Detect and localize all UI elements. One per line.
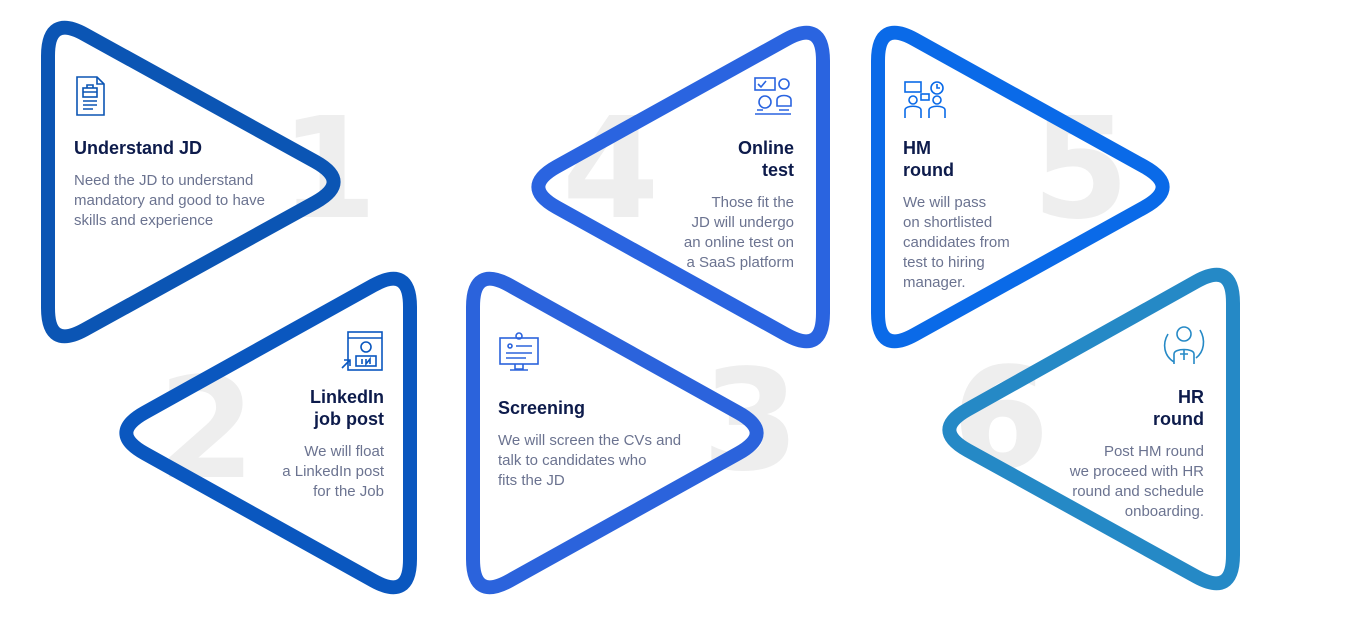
step-6-body: Post HM round we proceed with HR round a…: [1069, 443, 1204, 520]
hr-person-icon: [1163, 326, 1205, 364]
step-6: HR round Post HM round we proceed with H…: [1070, 386, 1204, 522]
step-5-title: HM round: [903, 138, 954, 180]
step-6-triangle: [942, 267, 1240, 591]
step-5-triangle: [871, 25, 1170, 349]
screening-monitor-icon: [499, 332, 539, 371]
step-2-body: We will float a LinkedIn post for the Jo…: [282, 443, 384, 500]
step-3-title: Screening: [498, 398, 586, 418]
step-4-body: Those fit the JD will undergo an online …: [683, 194, 794, 271]
step-5-body: We will pass on shortlisted candidates f…: [903, 194, 1010, 291]
step-2-triangle: [119, 271, 417, 595]
interview-icon: [904, 81, 946, 118]
step-2: LinkedIn job post We will float a Linked…: [282, 386, 384, 502]
linkedin-post-icon: [341, 331, 383, 371]
step-5-numeral: 5: [1032, 88, 1130, 251]
step-6-title: HR round: [1153, 387, 1204, 429]
step-4-title: Online test: [737, 138, 794, 180]
step-1-title: Understand JD: [74, 138, 203, 158]
step-3-triangle: [466, 271, 764, 595]
step-4: Online test Those fit the JD will underg…: [684, 137, 794, 273]
step-1-body: Need the JD to understand mandatory and …: [74, 172, 265, 229]
job-description-icon: [76, 76, 105, 116]
step-1: Understand JD Need the JD to understand …: [74, 137, 265, 231]
step-5: HM round We will pass on shortlisted can…: [903, 137, 1010, 293]
step-2-title: LinkedIn job post: [309, 387, 384, 429]
step-1-triangle: [41, 20, 341, 344]
step-3: Screening We will screen the CVs and tal…: [498, 397, 681, 491]
step-4-triangle: [531, 25, 830, 349]
online-test-icon: [754, 77, 792, 115]
step-3-body: We will screen the CVs and talk to candi…: [498, 432, 682, 489]
